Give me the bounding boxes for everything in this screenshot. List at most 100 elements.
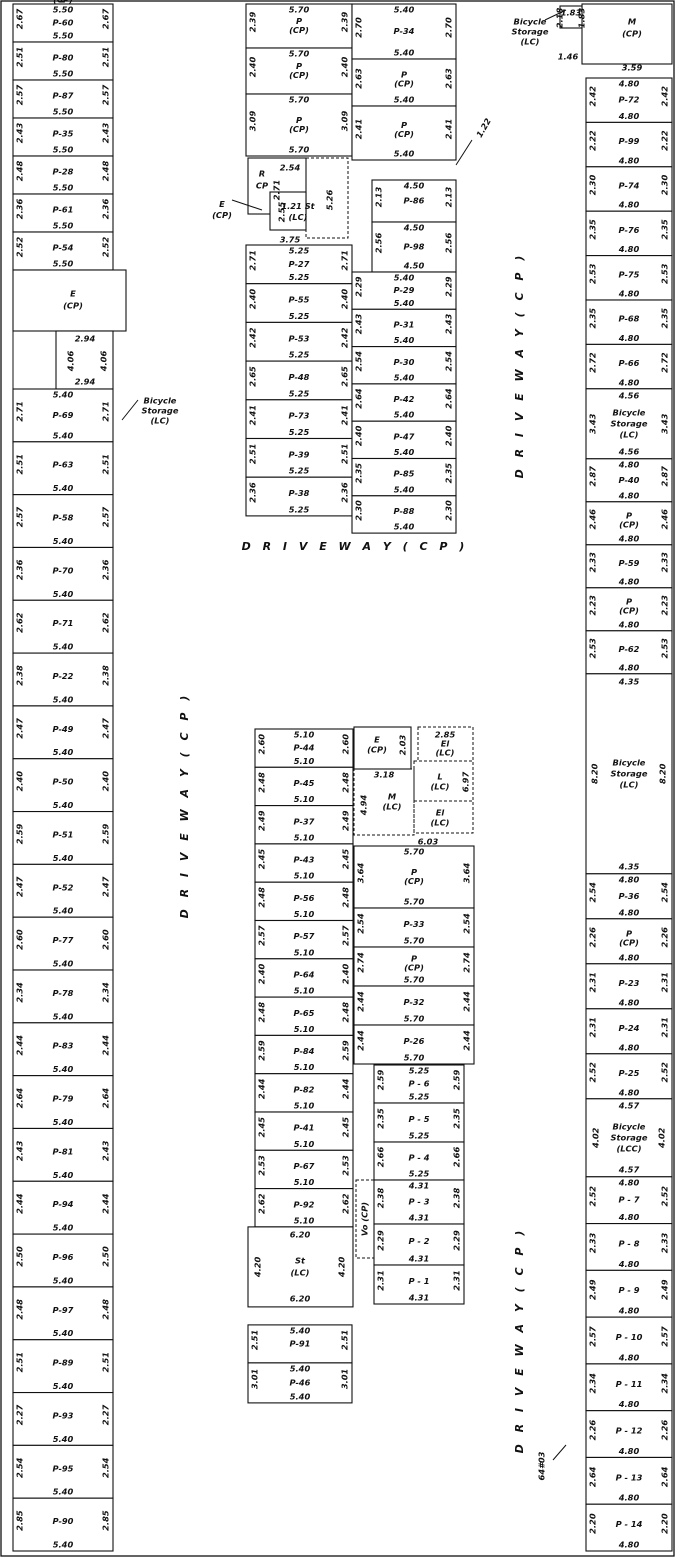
bay-width-left: 2.54 — [356, 913, 366, 934]
bay-width-right: 2.56 — [444, 233, 454, 254]
bay-depth-bottom: 4.80 — [618, 289, 640, 299]
bay-mid-b-low — [353, 985, 475, 1026]
bay-depth-bottom: 5.25 — [289, 466, 310, 476]
bay-left — [12, 652, 114, 707]
bay-depth-bottom: 5.40 — [394, 522, 415, 532]
bay-left — [12, 546, 114, 601]
bike-storage-left-notch — [55, 330, 114, 390]
bay-width-left: 2.71 — [15, 401, 25, 421]
bay-label: P-67 — [294, 1161, 315, 1171]
bay-label: P-34 — [394, 26, 415, 36]
bay-vo-cp — [355, 1179, 375, 1259]
bay-depth-bottom: 5.40 — [53, 589, 74, 599]
bay-width-left: 2.65 — [248, 366, 258, 387]
bay-right-bottom — [585, 1503, 673, 1552]
bike-storage-right-2 — [585, 673, 673, 875]
bay-left-top — [12, 231, 114, 271]
bay-depth-bottom: 4.80 — [618, 155, 640, 165]
bay-label: (CP) — [53, 0, 73, 5]
bay-depth-top: 5.25 — [409, 1066, 430, 1076]
bay-width-right: 2.63 — [444, 68, 454, 89]
bay-width-left: 2.26 — [588, 1420, 598, 1441]
bay-depth-bottom: 5.40 — [53, 747, 74, 757]
bay-depth-bottom: 5.40 — [53, 430, 74, 440]
bay-width-left: 2.62 — [257, 1193, 267, 1214]
callout-bicycle-storage-top: Bicycle — [514, 17, 547, 27]
bay-width-left: 2.35 — [376, 1108, 386, 1129]
dim-right: 4.02 — [657, 1127, 667, 1149]
bay-depth-top: 5.70 — [289, 5, 310, 15]
bay-label: P-88 — [394, 506, 415, 516]
bay-width-right: 2.50 — [101, 1246, 111, 1267]
bay-depth-bottom: 4.80 — [618, 907, 640, 917]
bay-left — [12, 863, 114, 918]
bay-width-left: 2.48 — [15, 1299, 25, 1320]
bay-depth-top: 5.40 — [53, 390, 74, 400]
bay-width-left: 2.70 — [354, 17, 364, 38]
bay-width-left: 2.41 — [354, 119, 364, 139]
bay-label: P-32 — [404, 997, 425, 1007]
bay-label: P-51 — [53, 829, 74, 839]
dim-left: 4.06 — [66, 351, 76, 373]
bay-label: P - 6 — [408, 1079, 429, 1089]
dim: 1.83 — [561, 8, 582, 18]
bay-depth-top: 5.40 — [290, 1325, 311, 1335]
dim: 3.18 — [374, 770, 395, 780]
bay-width-left: 2.35 — [588, 308, 598, 329]
bay-depth-bottom: 5.10 — [294, 909, 315, 919]
bay-width-left: 2.51 — [248, 444, 258, 464]
bay-st-outline — [305, 157, 349, 239]
bay-width-right: 2.48 — [101, 161, 111, 182]
bay-width-right: 2.53 — [341, 1155, 351, 1176]
bay-width-left: 2.64 — [588, 1466, 598, 1487]
bay-label: Storage — [611, 1132, 648, 1142]
bay-mid-b-p — [373, 1141, 465, 1181]
bay-width-left: 2.22 — [588, 130, 598, 151]
bay-width-right: 2.70 — [444, 17, 454, 38]
bay-label: El — [436, 808, 445, 818]
bay-width-left: 2.49 — [588, 1279, 598, 1300]
bay-width-left: 2.52 — [15, 237, 25, 258]
bay-left-e-cp — [12, 269, 127, 332]
bay-label: P-57 — [294, 931, 315, 941]
bay-width-left: 2.29 — [354, 276, 364, 297]
bay-right-low — [585, 1053, 673, 1100]
bay-label: P-52 — [53, 882, 74, 892]
bay-depth-bottom: 5.40 — [53, 483, 74, 493]
bay-width-left: 2.47 — [15, 876, 25, 897]
bay-width-right: 2.44 — [101, 1035, 111, 1056]
bay-depth-bottom: 5.50 — [53, 145, 74, 155]
bay-width-left: 2.74 — [356, 952, 366, 973]
bay-label: P-59 — [619, 558, 640, 568]
bay-mid-b — [351, 383, 457, 422]
bay-label: P-55 — [289, 295, 310, 305]
bay-depth-bottom: 4.80 — [618, 1212, 640, 1222]
bay-depth-bottom: 5.40 — [53, 1275, 74, 1285]
bay-depth-bottom: 4.80 — [618, 952, 640, 962]
bay-width-left: 2.44 — [356, 1030, 366, 1051]
bay-width-right: 2.87 — [660, 466, 670, 487]
bay-width-left: 2.59 — [15, 823, 25, 844]
bay-width-left: 2.48 — [257, 1002, 267, 1023]
bay-width-right: 2.64 — [444, 388, 454, 409]
bay-depth-bottom: 5.40 — [53, 1328, 74, 1338]
bay-width-left: 2.46 — [588, 509, 598, 530]
bay-m-cp-notch — [559, 5, 583, 29]
dim: 1.83 — [577, 8, 587, 29]
bay-depth-bottom: 5.50 — [53, 31, 74, 41]
bay-width-right: 2.36 — [340, 482, 350, 503]
bay-label: 2.85 — [435, 730, 456, 740]
bay-width-left: 2.72 — [588, 352, 598, 373]
bay-depth-bottom: 4.80 — [618, 1087, 640, 1097]
bay-width-right: 2.38 — [101, 665, 111, 686]
note-tick — [552, 1444, 567, 1461]
bay-width-right: 2.40 — [341, 963, 351, 984]
bay-depth-bottom: 5.50 — [53, 69, 74, 79]
callout-dim-1-22: 1.22 — [474, 116, 493, 139]
dim-left: 4.20 — [253, 1256, 263, 1278]
bay-label: Vo (CP) — [360, 1202, 370, 1236]
bay-depth-top: 4.80 — [618, 874, 640, 884]
bay-width-right: 2.45 — [341, 1117, 351, 1138]
bay-depth-top: 4.31 — [408, 1181, 429, 1191]
bay-left-top — [12, 117, 114, 157]
